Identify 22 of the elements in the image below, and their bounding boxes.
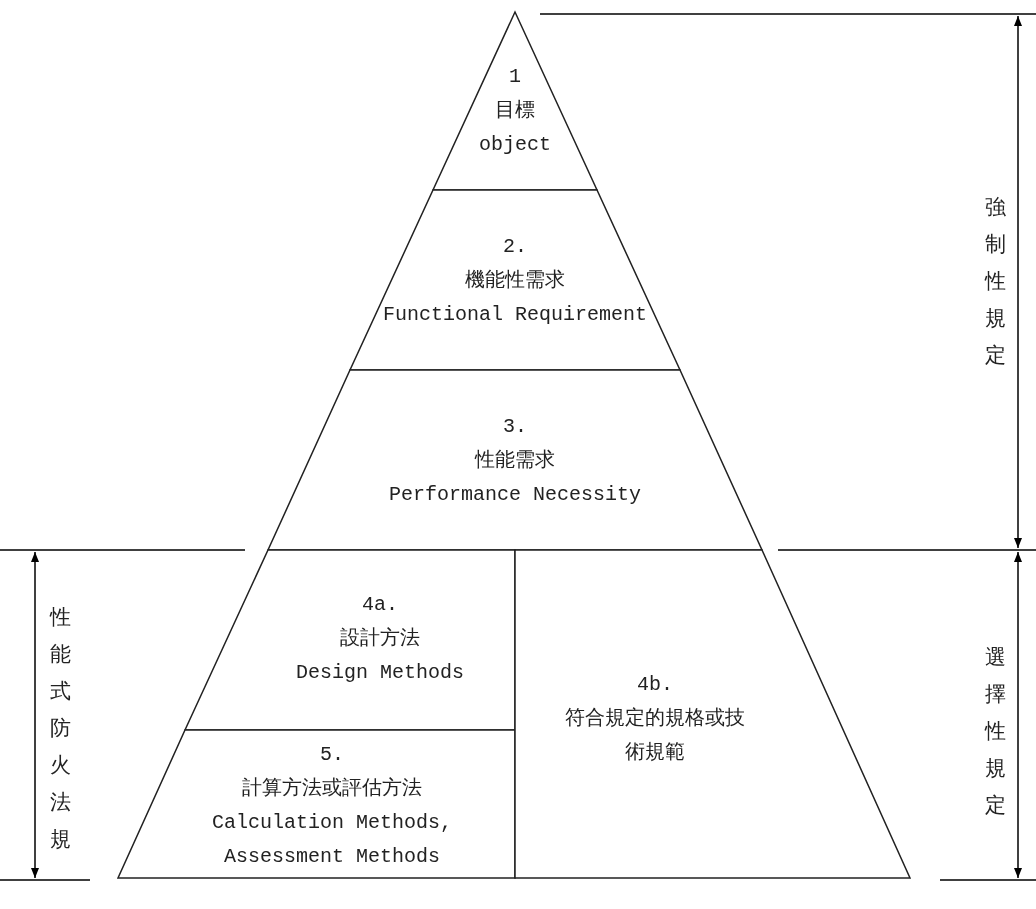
tier-title: 計算方法或評估方法 [241,776,423,802]
pyramid-tier [185,550,515,730]
tier-subtitle: Functional Requirement [381,302,648,328]
tier-subtitle: object [478,132,552,158]
tier-number: 5. [319,742,345,768]
pyramid-tier [433,12,597,190]
pyramid-tier [118,730,515,878]
tier-title: 性能需求 [473,448,556,474]
tier-subtitle: Calculation Methods, Assessment Methods [210,810,453,870]
tier-number: 4b. [636,672,674,698]
tier-subtitle: Design Methods [295,660,465,686]
tier-title: 設計方法 [339,626,421,652]
pyramid-tier [268,370,762,550]
tier-number: 3. [502,414,528,440]
tier-title: 目標 [494,98,536,124]
tier-number: 1 [508,64,522,90]
tier-number: 2. [502,234,528,260]
pyramid-tier [350,190,680,370]
tier-subtitle: Performance Necessity [387,482,642,508]
tier-title: 機能性需求 [464,268,566,294]
tier-title: 符合規定的規格或技術規範 [565,706,745,766]
tier-number: 4a. [361,592,399,618]
